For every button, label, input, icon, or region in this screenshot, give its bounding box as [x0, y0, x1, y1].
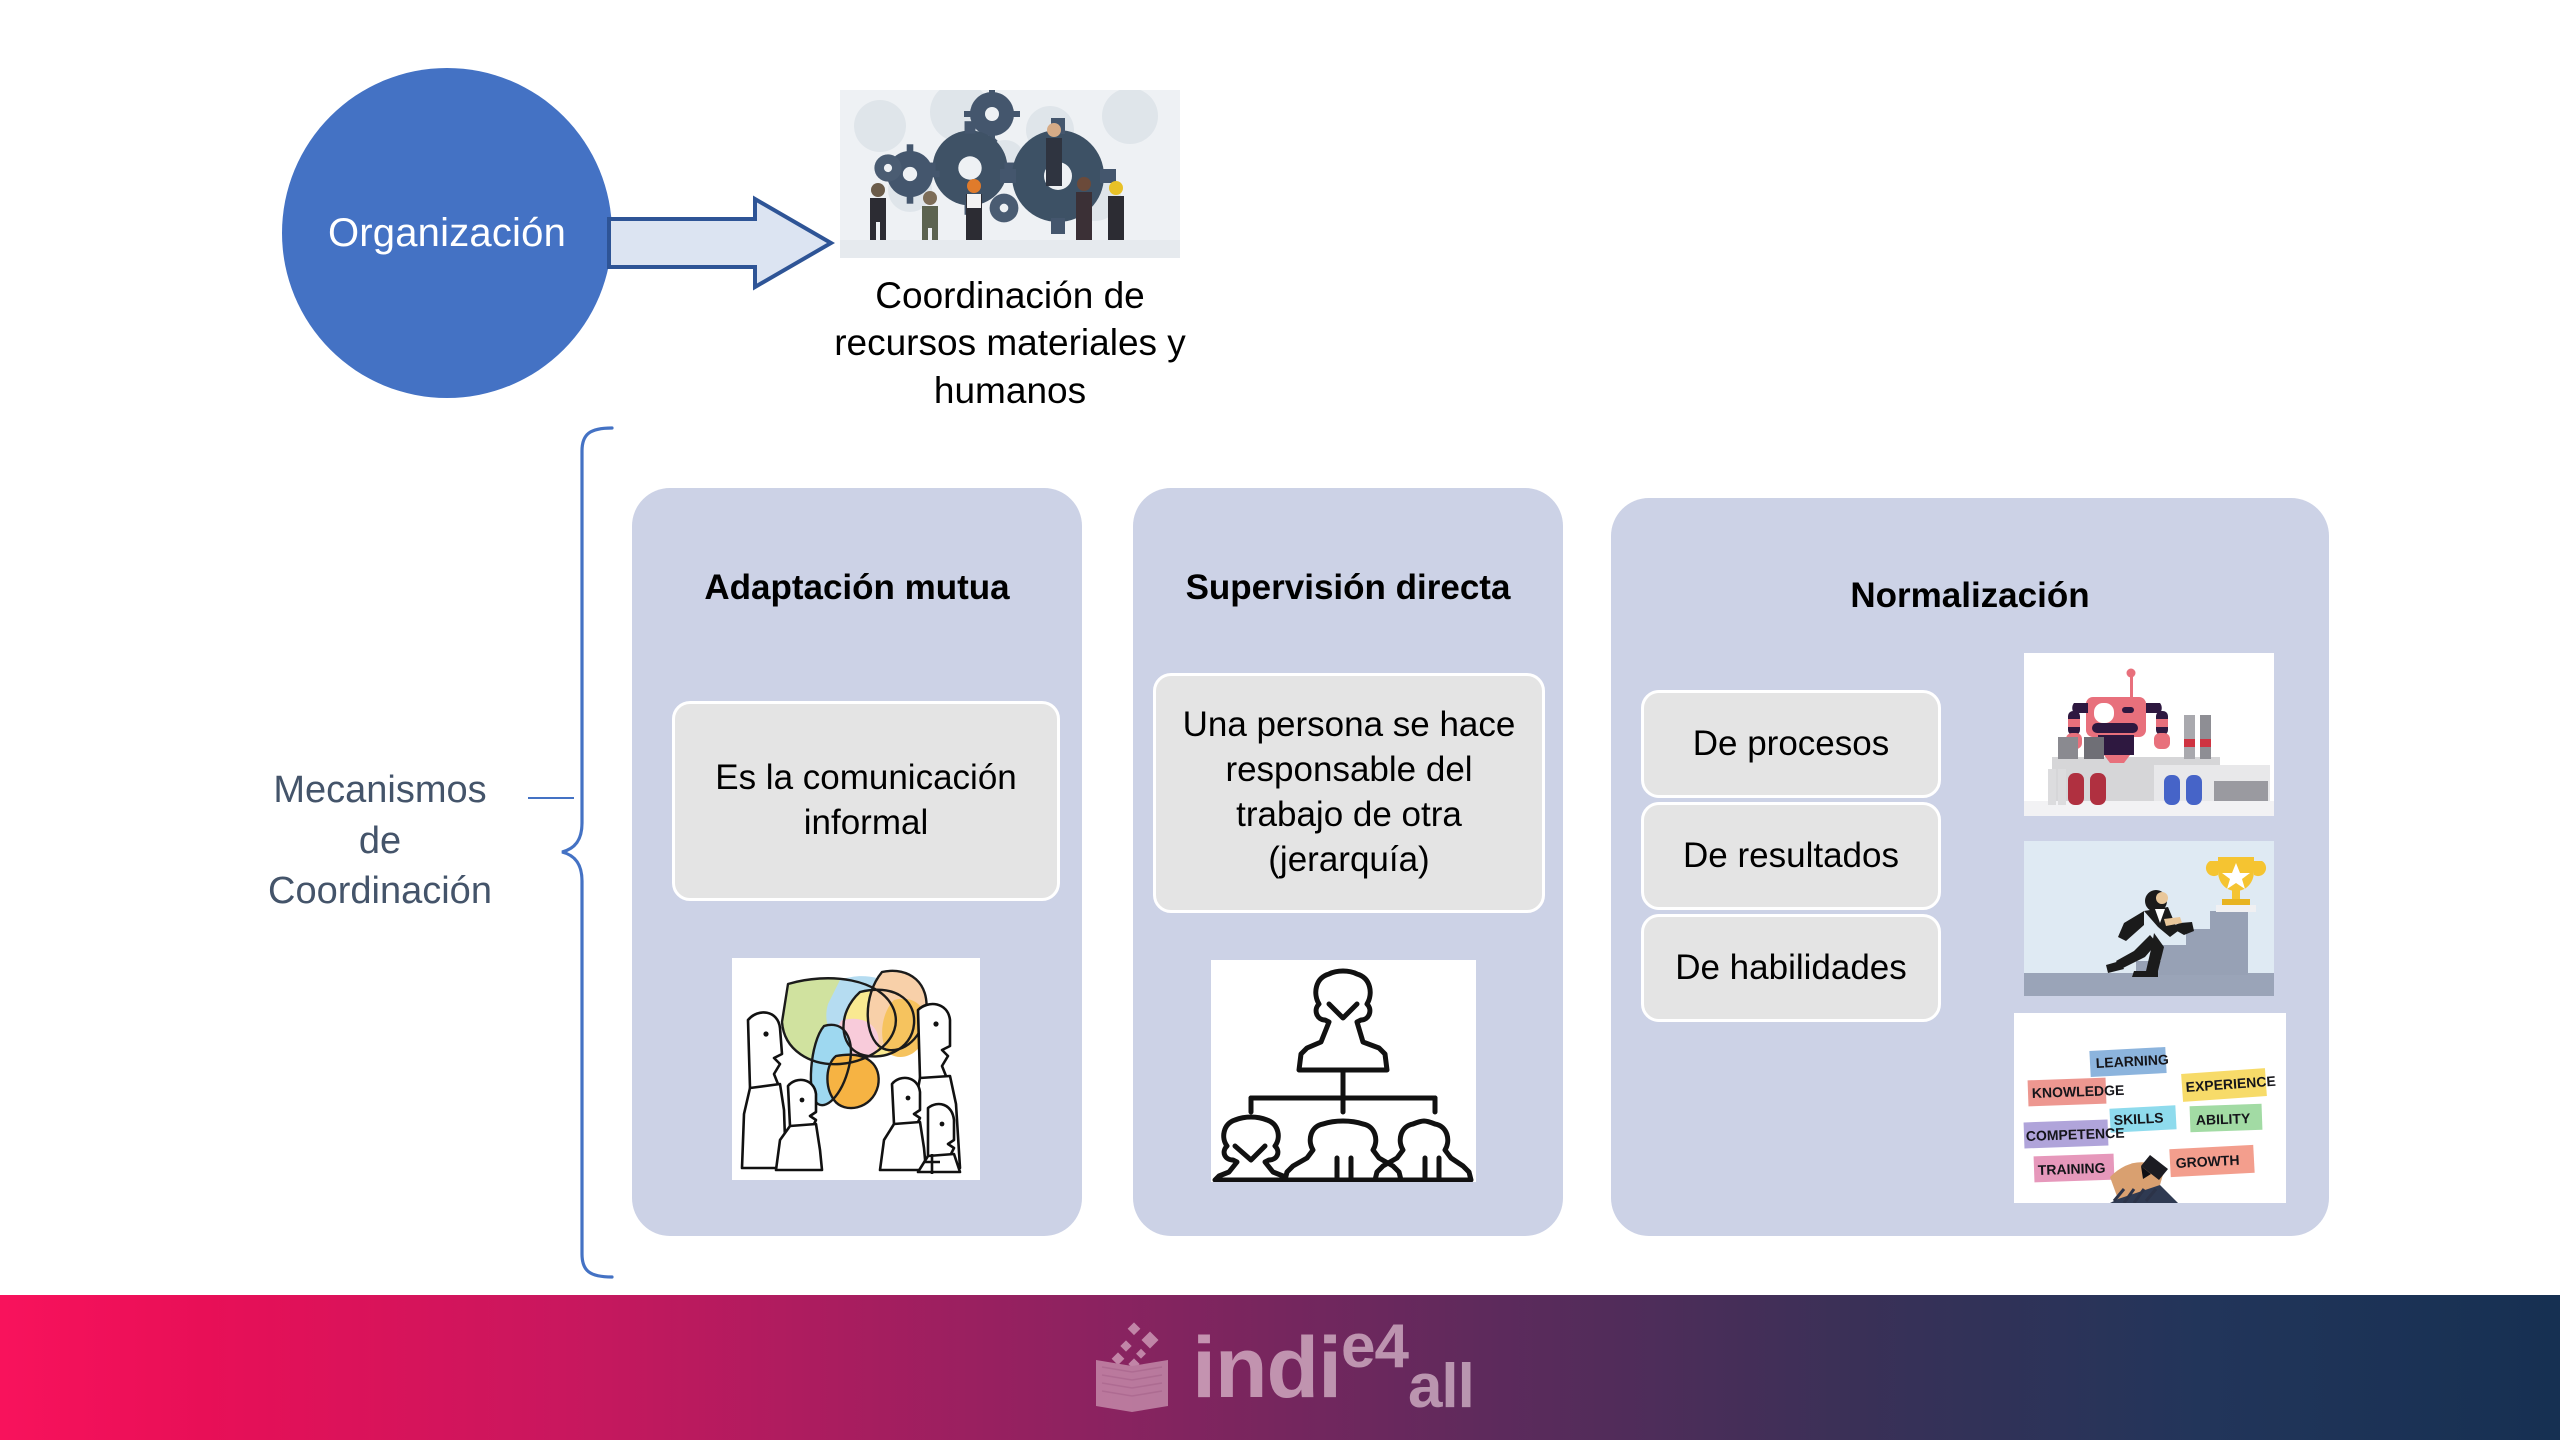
- skill-word: KNOWLEDGE: [2032, 1082, 2125, 1101]
- skill-word: EXPERIENCE: [2185, 1073, 2276, 1095]
- mech-label-line3: Coordinación: [268, 870, 492, 913]
- mech-label-line2: de: [358, 819, 402, 862]
- gears-caption: Coordinación de recursos materiales y hu…: [834, 275, 1186, 411]
- skill-word: GROWTH: [2175, 1152, 2240, 1171]
- block-arrow-right-icon: [605, 193, 835, 293]
- organization-label: Organización: [327, 210, 567, 255]
- gears-teamwork-image: [840, 90, 1180, 258]
- skill-word: ABILITY: [2196, 1110, 2252, 1128]
- organization-circle: Organización: [282, 68, 612, 398]
- panel-adaptacion-mutua: Adaptación mutua Es la comunicación info…: [632, 488, 1082, 1236]
- skill-word: LEARNING: [2095, 1051, 2169, 1071]
- talking-faces-speech-bubbles-image: [732, 958, 980, 1180]
- stairs-trophy-image: [2024, 841, 2274, 996]
- logo-text-all: all: [1407, 1351, 1475, 1421]
- panel-title-supervision: Supervisión directa: [1185, 568, 1511, 607]
- curly-brace-icon: [560, 425, 620, 1280]
- brace-leader-line: [528, 797, 574, 799]
- skills-words-image: LEARNING KNOWLEDGE EXPERIENCE COMPETENCE…: [2014, 1013, 2286, 1203]
- factory-robot-image: [2024, 653, 2274, 816]
- logo-text-4: 4: [1374, 1311, 1408, 1381]
- panel-normalizacion: Normalización De procesos De resultados …: [1611, 498, 2329, 1236]
- panel-supervision-directa: Supervisión directa Una persona se hace …: [1133, 488, 1563, 1236]
- open-book-sparkles-icon: [1096, 1321, 1169, 1412]
- card-supervision-descripcion: Una persona se hace responsable del trab…: [1153, 673, 1545, 913]
- indie4all-logo: indi e 4 all: [1086, 1315, 1475, 1417]
- logo-text-indi: indi: [1192, 1319, 1342, 1416]
- footer-bar: indi e 4 all: [0, 1295, 2560, 1440]
- skill-word: TRAINING: [2038, 1160, 2106, 1178]
- mech-label-line1: Mecanismos: [273, 769, 487, 811]
- logo-text-e: e: [1340, 1311, 1375, 1381]
- skill-word: COMPETENCE: [2026, 1125, 2125, 1144]
- panel-title-normalizacion: Normalización: [1850, 576, 2090, 615]
- mecanismos-coordinacion-label: Mecanismos de Coordinación: [230, 765, 530, 917]
- panel-title-adaptacion: Adaptación mutua: [704, 568, 1010, 607]
- card-adaptacion-descripcion: Es la comunicación informal: [672, 701, 1060, 901]
- card-de-habilidades: De habilidades: [1641, 914, 1941, 1022]
- card-de-resultados: De resultados: [1641, 802, 1941, 910]
- org-chart-hierarchy-image: [1211, 960, 1476, 1182]
- skill-word: SKILLS: [2113, 1109, 2164, 1128]
- gears-figure: Coordinación de recursos materiales y hu…: [834, 90, 1186, 414]
- card-de-procesos: De procesos: [1641, 690, 1941, 798]
- indie4all-wordmark: indi e 4 all: [1192, 1315, 1475, 1417]
